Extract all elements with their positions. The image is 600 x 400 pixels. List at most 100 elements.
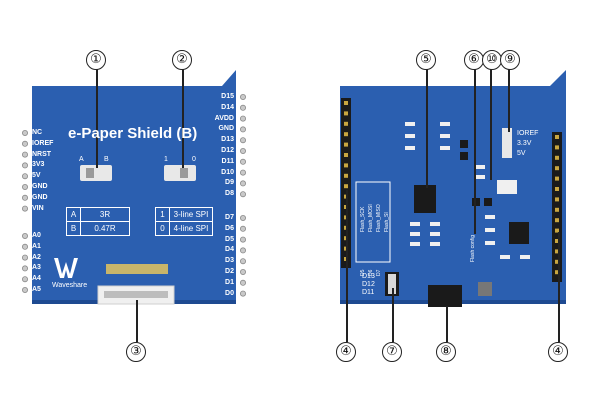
callout-7: ⑦ [382,342,402,362]
power-label-ioref: IOREF [517,130,539,137]
header-pin [555,259,559,264]
leader-1 [96,68,98,168]
d-sel-7: D7 [376,269,382,276]
leader-10 [490,68,492,180]
header-pin [555,207,559,212]
left-pin-label: IOREF [32,139,54,147]
switch2-label-1: 1 [164,156,168,163]
flash-ic [414,185,436,213]
leader-8 [446,306,448,342]
header-pin [21,173,28,180]
header-pin [239,214,246,221]
right-pin-label: D15 [221,93,234,100]
spi-header [428,285,462,307]
right-pin-label: D3 [225,257,234,265]
leader-9 [508,68,510,132]
header-pin [555,270,559,275]
fpc-pads [106,264,168,274]
mic-component [478,282,492,296]
header-pin [555,249,559,254]
d-sel-6: D6 [368,269,374,276]
d-label-12: D12 [362,281,375,288]
header-pin [555,218,559,223]
header-pin [239,94,246,101]
callout-10: ⑩ [482,50,502,70]
header-pin [239,225,246,232]
left-pin-label: 3V3 [32,161,45,169]
flash-label-sck: Flash_SCK [360,206,366,232]
header-pin [239,147,246,154]
callout-8: ⑧ [436,342,456,362]
right-pin-label: D2 [225,268,234,275]
table-cell: 3R [99,210,111,219]
table-cell: 0 [156,222,170,235]
header-pin [555,155,559,160]
dip-switch-actuator [388,274,396,294]
callout-2: ② [172,50,192,70]
leader-6 [474,68,476,234]
header-pin [21,254,28,261]
power-label-5v: 5V [517,150,526,157]
left-pin-label: A0 [32,232,41,239]
right-pin-label: D1 [225,278,234,286]
header-pin [21,151,28,158]
header-pin [344,163,348,168]
header-pin [239,180,246,187]
right-board-right-header-pins [555,135,559,275]
header-pin [239,268,246,275]
leader-2 [182,68,184,168]
right-pin-label: D8 [225,190,234,198]
flash-label-si: Flash_SI [384,212,390,232]
callout-1: ① [86,50,106,70]
left-pin-label: NC [32,129,43,136]
right-pin-label: D5 [225,235,234,243]
right-pin-label: D12 [221,147,234,154]
table-cell: A [67,208,81,221]
right-pin-label: D0 [225,289,234,297]
header-pin [239,169,246,176]
header-pin [239,158,246,165]
header-pin [21,162,28,169]
header-pin [239,290,246,297]
power-jumper[interactable] [502,128,512,158]
left-pin-label: A5 [32,286,41,293]
header-pin [21,286,28,293]
callout-4a: ④ [336,342,356,362]
header-pin [555,145,559,150]
header-pin [555,135,559,139]
table-cell: 3-line SPI [173,210,209,219]
left-pin-label: A4 [32,275,41,283]
header-pin [555,176,559,181]
power-label-3v3: 3.3V [517,140,532,147]
switch2-label-0: 0 [192,156,196,163]
switch-2-knob[interactable] [180,168,188,178]
header-pin [344,184,348,189]
header-pin [21,194,28,201]
switch-1-knob[interactable] [86,168,94,178]
callout-6: ⑥ [464,50,484,70]
left-pin-label: A2 [32,253,41,261]
callout-5: ⑤ [416,50,436,70]
d-sel-5: D5 [360,269,366,276]
sensor-ic [497,180,517,194]
leader-5 [426,68,428,188]
header-pin [239,104,246,111]
right-pin-label: GND [218,125,234,133]
smd-transistors [460,140,492,206]
header-pin [239,279,246,286]
header-pin [21,232,28,239]
right-pin-label: D10 [221,168,234,176]
right-pin-label: D6 [225,224,234,232]
regulator-ic [509,222,529,244]
leader-4b [558,232,560,342]
callout-4b: ④ [548,342,568,362]
header-pin [21,129,28,136]
switch1-label-a: A [79,156,84,163]
header-pin [344,101,348,105]
header-pin [21,276,28,283]
header-pin [344,142,348,147]
header-pin [555,166,559,171]
